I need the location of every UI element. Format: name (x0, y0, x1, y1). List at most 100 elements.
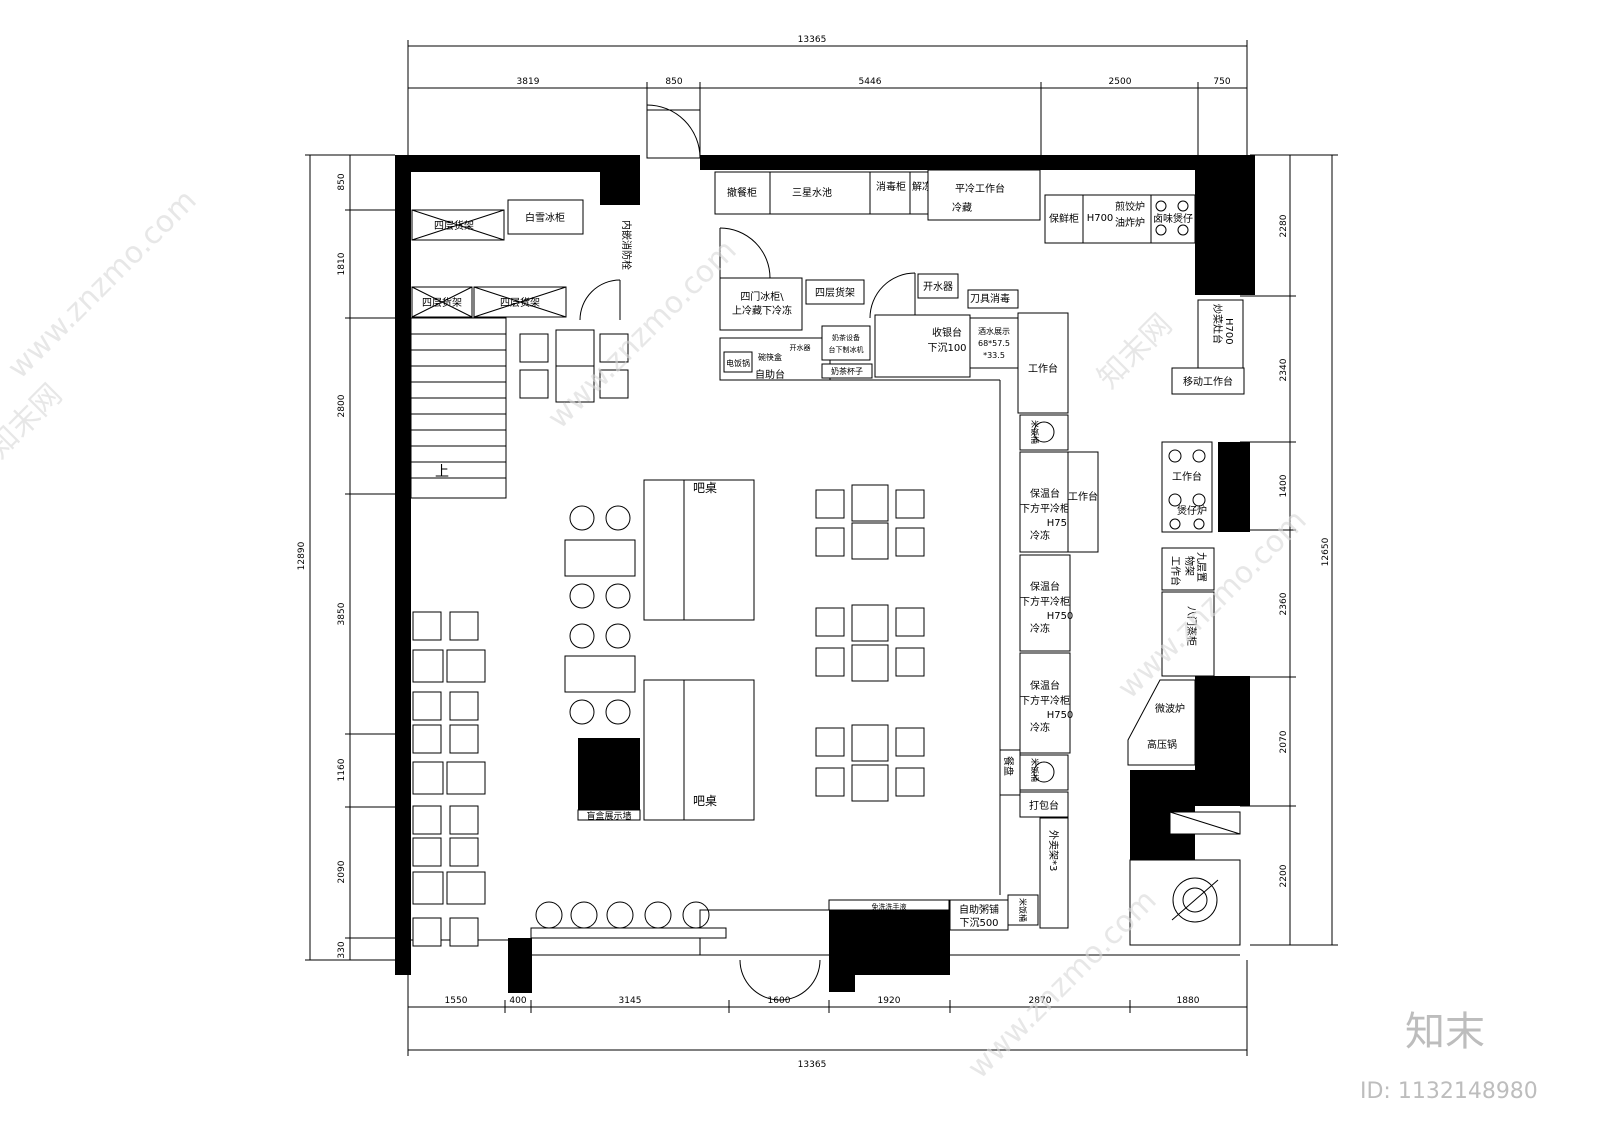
sink-label: 三星水池 (792, 186, 832, 199)
warm-table-h-label: H750 (1047, 611, 1074, 622)
microwave-label: 微波炉 (1155, 702, 1185, 715)
work-table-label: 工作台 (1172, 470, 1202, 483)
mobile-table-label: 移动工作台 (1183, 375, 1233, 388)
doors (579, 104, 916, 1001)
dim-left-0: 850 (337, 173, 347, 190)
dim-right-5: 2200 (1279, 864, 1289, 887)
rice-bucket-label: 米饭桶 (1018, 898, 1028, 922)
porridge-label: 自助粥铺 (959, 903, 999, 916)
pack-table-label: 打包台 (1029, 799, 1059, 812)
dumpling-label: 煎饺炉 (1115, 200, 1145, 213)
nine-shelf-label: 九层置 (1195, 552, 1207, 582)
right-kitchen: 炒菜灶台 H700 移动工作台 工作台 煲仔炉 九层置 物架 工作台 八门蒸柜 … (1127, 299, 1245, 923)
warm-table-f-label: 冷冻 (1030, 721, 1050, 734)
dim-right-0: 2280 (1279, 214, 1289, 237)
dim-top-3: 2500 (1109, 77, 1132, 87)
dimension-lines (305, 40, 1338, 1056)
nine-shelf-sub-label: 物架 (1183, 556, 1196, 576)
top-dining (519, 329, 629, 403)
dim-left-5: 2090 (337, 860, 347, 883)
knife-label: 刀具消毒 (970, 292, 1010, 305)
pressure-cooker-label: 高压锅 (1147, 738, 1177, 751)
bar-table-label: 吧桌 (693, 794, 717, 808)
blind-box-label: 盲盒展示墙 (586, 810, 631, 822)
warm-table-label: 保温台 (1030, 679, 1060, 692)
warm-table-sub-label: 下方平冷柜 (1020, 694, 1070, 707)
cabinet-label: 撤餐柜 (727, 186, 757, 199)
dim-top-total: 13365 (798, 35, 827, 45)
cold-table-label: 平冷工作台 (955, 182, 1005, 195)
warm-table-sub-label: 下方平冷柜 (1020, 595, 1070, 608)
watermark-logo: 知末 (1405, 1009, 1485, 1055)
takeout-label: 外卖架*3 (1047, 830, 1059, 871)
rice-cooker-label: 电饭锅 (726, 358, 750, 368)
handwash-label: 免洗洗手液 (872, 902, 907, 911)
dim-top-4: 750 (1213, 77, 1230, 87)
nine-shelf-sub2-label: 工作台 (1169, 556, 1182, 586)
wine-dim2-label: *33.5 (983, 351, 1005, 360)
cashier-sub-label: 下沉100 (927, 341, 966, 354)
porridge-sub-label: 下沉500 (959, 916, 998, 929)
warm-table-h-label: H750 (1047, 710, 1074, 721)
dim-bottom-4: 1920 (878, 996, 901, 1006)
fryer-h-label: H700 (1087, 213, 1114, 224)
rice-bucket-label: 米饭桶 (1030, 758, 1040, 782)
warm-table-label: 保温台 (1030, 580, 1060, 593)
dim-bottom-0: 1550 (445, 996, 468, 1006)
tray-label: 餐盘 (1002, 756, 1015, 776)
dim-left-4: 1160 (337, 758, 347, 781)
milk-tea-sub-label: 台下制冰机 (829, 345, 864, 354)
kitchen-top: 撤餐柜 三星水池 消毒柜 解冻池 平冷工作台 冷藏 保鲜柜 H700 煎饺炉 油… (714, 169, 1196, 381)
cashier-label: 收银台 (932, 326, 962, 339)
stir-fry-label: 炒菜灶台 (1211, 304, 1224, 344)
center-dining (815, 484, 925, 802)
fresh-cabinet-label: 保鲜柜 (1049, 212, 1079, 225)
fridge4-label: 四门冰柜\ (740, 290, 784, 303)
wine-label: 酒水展示 (978, 326, 1010, 336)
watermark-brand: 知末网 (1091, 307, 1179, 395)
rice-bucket-label: 米饭桶 (1030, 420, 1040, 444)
stir-fry-h-label: H700 (1223, 318, 1234, 345)
dim-top-1: 850 (665, 77, 682, 87)
watermark-id: ID: 1132148980 (1360, 1079, 1538, 1104)
dim-bottom-total: 13365 (798, 1060, 827, 1070)
warm-table-label: 保温台 (1030, 487, 1060, 500)
warm-table-f-label: 冷冻 (1030, 529, 1050, 542)
fridge-label: 白雪冰柜 (525, 211, 565, 224)
round-stool-dining (564, 505, 636, 725)
dim-top-0: 3819 (517, 77, 540, 87)
warm-table-sub-label: 下方平冷柜 (1020, 502, 1070, 515)
warm-table-h-label: H750 (1047, 518, 1074, 529)
dim-left-3: 3850 (337, 602, 347, 625)
cold-sub-label: 冷藏 (952, 201, 972, 214)
boiler-label: 开水器 (923, 281, 953, 293)
dim-bottom-1: 400 (509, 996, 526, 1006)
dim-right-4: 2070 (1279, 730, 1289, 753)
dim-bottom-3: 1600 (768, 996, 791, 1006)
cups-label: 奶茶杯子 (831, 366, 863, 376)
dim-right-3: 2360 (1279, 592, 1289, 615)
fryer-label: 油炸炉 (1115, 216, 1145, 229)
bar-tables: 吧桌 吧桌 盲盒展示墙 (577, 479, 755, 822)
dim-left-total: 12890 (297, 541, 307, 570)
dim-left-1: 1810 (337, 252, 347, 275)
braise-label: 卤味煲仔 (1153, 212, 1193, 225)
service-counter: 工作台 米饭桶 保温台 下方平冷柜 H750 冷冻 工作台 保温台 下方平冷柜 … (830, 312, 1099, 931)
work-table-label: 工作台 (1068, 490, 1098, 503)
shelf-label: 四层货架 (422, 296, 462, 309)
left-dining (412, 611, 486, 947)
warm-table-f-label: 冷冻 (1030, 622, 1050, 635)
dim-top-2: 5446 (859, 77, 882, 87)
disinfect-label: 消毒柜 (876, 180, 906, 193)
stair-treads (411, 333, 506, 479)
stair-up-label: 上 (435, 464, 449, 480)
dim-bottom-6: 1880 (1177, 996, 1200, 1006)
dim-left-6: 330 (337, 941, 347, 958)
shelf-label: 四层货架 (500, 296, 540, 309)
walls (395, 155, 1255, 993)
fridge4-sub-label: 上冷藏下冷冻 (732, 304, 792, 317)
dim-right-total: 12650 (1321, 537, 1331, 566)
dim-bottom-5: 2870 (1029, 996, 1052, 1006)
dim-left-2: 2800 (337, 394, 347, 417)
